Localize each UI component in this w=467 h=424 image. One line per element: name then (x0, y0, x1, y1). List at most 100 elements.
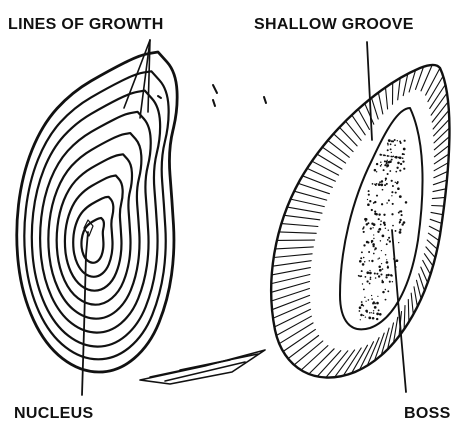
stipple-dot (390, 143, 392, 145)
label-shallow-groove: SHALLOW GROOVE (254, 16, 414, 33)
stipple-dot (373, 253, 375, 255)
stipple-dot (392, 185, 393, 186)
stipple-dot (371, 260, 373, 262)
radial-striation (386, 88, 388, 110)
stipple-dot (365, 276, 367, 278)
stipple-dot (402, 160, 404, 162)
stipple-dot (376, 302, 379, 305)
stipple-dot (376, 318, 378, 320)
radial-striation (301, 346, 328, 371)
stipple-dot (386, 183, 388, 185)
small-fragment-sketch (140, 350, 265, 384)
stipple-dot (399, 229, 401, 231)
radial-striation (428, 76, 443, 102)
stipple-dot (361, 251, 363, 253)
radial-striation (414, 287, 417, 307)
radial-striation (275, 247, 313, 249)
stipple-dot (371, 312, 372, 313)
stipple-dot (363, 231, 365, 233)
stipple-dot (379, 314, 381, 316)
stipple-dot (378, 183, 381, 186)
stipple-dot (379, 228, 381, 230)
radial-striation (404, 306, 405, 330)
radial-striation (287, 207, 322, 213)
stipple-dot (402, 223, 404, 225)
stipple-dot (392, 140, 394, 142)
stipple-dot (398, 242, 399, 243)
stipple-dot (400, 163, 402, 165)
stipple-dot (367, 203, 370, 206)
stipple-dot (387, 142, 389, 144)
stipple-dot (368, 190, 370, 192)
stipple-dot (390, 274, 392, 276)
stipple-dot (385, 228, 386, 229)
stipple-dot (366, 271, 369, 274)
stipple-dot (388, 237, 390, 239)
radial-striation (328, 140, 349, 157)
radial-striation (273, 261, 312, 267)
radial-striation (430, 219, 442, 223)
radial-striation (272, 295, 310, 309)
stipple-dot (380, 240, 381, 241)
stipple-dot (389, 170, 391, 172)
stray-marks (158, 85, 266, 106)
stipple-dot (369, 283, 371, 285)
stipple-dot (373, 301, 375, 303)
stipple-dot (395, 171, 397, 173)
stipple-dot (378, 265, 381, 268)
stipple-dot (395, 182, 396, 183)
stipple-dot (370, 228, 372, 230)
stipple-dot (391, 213, 393, 215)
stipple-dot (373, 318, 374, 319)
stipple-dot (365, 316, 366, 317)
stipple-dot (378, 309, 380, 311)
stipple-dot (374, 249, 375, 250)
stipple-dot (386, 161, 388, 163)
radial-striation (274, 254, 312, 258)
stipple-dot (391, 180, 393, 182)
stipple-dot (399, 156, 402, 159)
stipple-dot (391, 159, 393, 161)
stipple-dot (367, 199, 368, 200)
stipple-dot (380, 162, 381, 163)
radial-striation (433, 189, 446, 192)
stipple-dot (395, 192, 397, 194)
radial-striation (419, 274, 425, 291)
stipple-dot (399, 219, 401, 221)
stipple-dot (358, 275, 360, 277)
stipple-dot (384, 164, 386, 166)
stipple-dot (364, 261, 366, 263)
stipple-dot (389, 281, 391, 283)
stipple-dot (396, 182, 398, 184)
radial-striation (429, 226, 440, 232)
stipple-dot (375, 184, 377, 186)
radial-striation (421, 267, 428, 283)
stipple-dot (387, 274, 389, 276)
stipple-dot (405, 201, 408, 204)
stipple-dot (371, 295, 372, 296)
radial-striation (294, 191, 327, 200)
stipple-dot (380, 224, 382, 226)
groove-stippling (358, 139, 407, 320)
stipple-dot (373, 312, 375, 314)
stipple-dot (386, 261, 389, 264)
radial-striation (408, 300, 409, 322)
stipple-dot (388, 199, 390, 201)
stipple-dot (376, 171, 377, 172)
stipple-dot (384, 184, 386, 186)
radial-striation (417, 280, 422, 299)
stipple-dot (403, 221, 406, 224)
radial-striation (365, 103, 374, 124)
stipple-dot (378, 213, 380, 215)
stipple-dot (381, 263, 382, 264)
stipple-dot (370, 278, 372, 280)
stipple-dot (400, 210, 402, 212)
stipple-dot (359, 260, 362, 263)
stipple-dot (384, 155, 385, 156)
stipple-dot (386, 166, 388, 168)
radial-striation (411, 293, 413, 314)
radial-striation (434, 119, 450, 136)
stipple-dot (399, 231, 402, 234)
stipple-dot (385, 299, 387, 301)
stipple-dot (394, 144, 396, 146)
